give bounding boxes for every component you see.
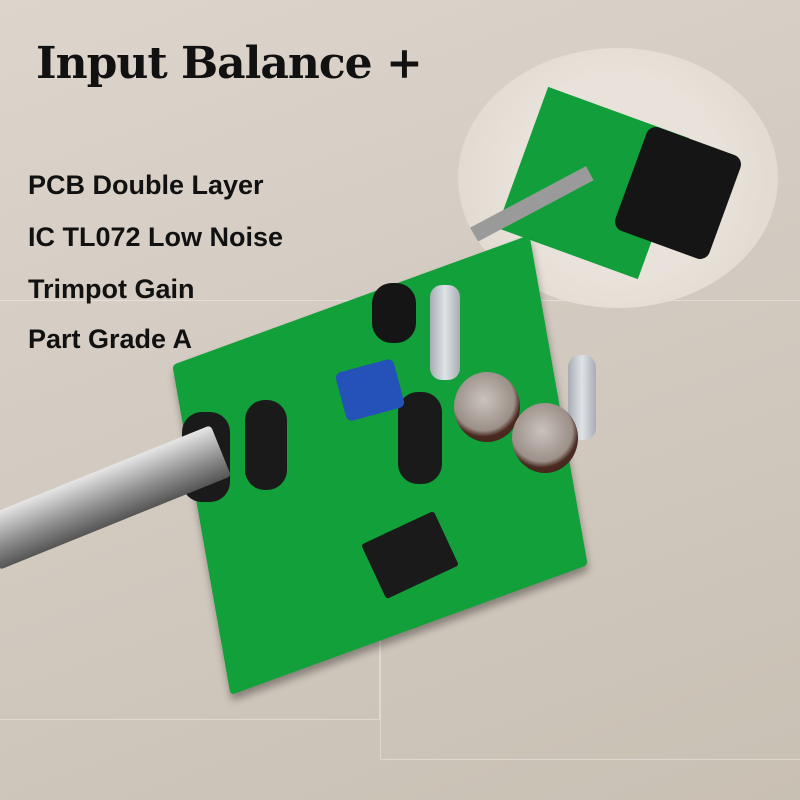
capacitor [398, 392, 442, 484]
resistor [430, 285, 460, 380]
feature-pcb: PCB Double Layer [28, 170, 264, 200]
capacitor [245, 400, 287, 490]
title: Input Balance + [36, 38, 423, 89]
capacitor [372, 283, 416, 343]
feature-ic: IC TL072 Low Noise [28, 222, 284, 252]
capacitor [454, 372, 520, 442]
feature-trimpot: Trimpot Gain [28, 274, 195, 304]
feature-grade: Part Grade A [28, 324, 193, 354]
capacitor [512, 403, 578, 473]
